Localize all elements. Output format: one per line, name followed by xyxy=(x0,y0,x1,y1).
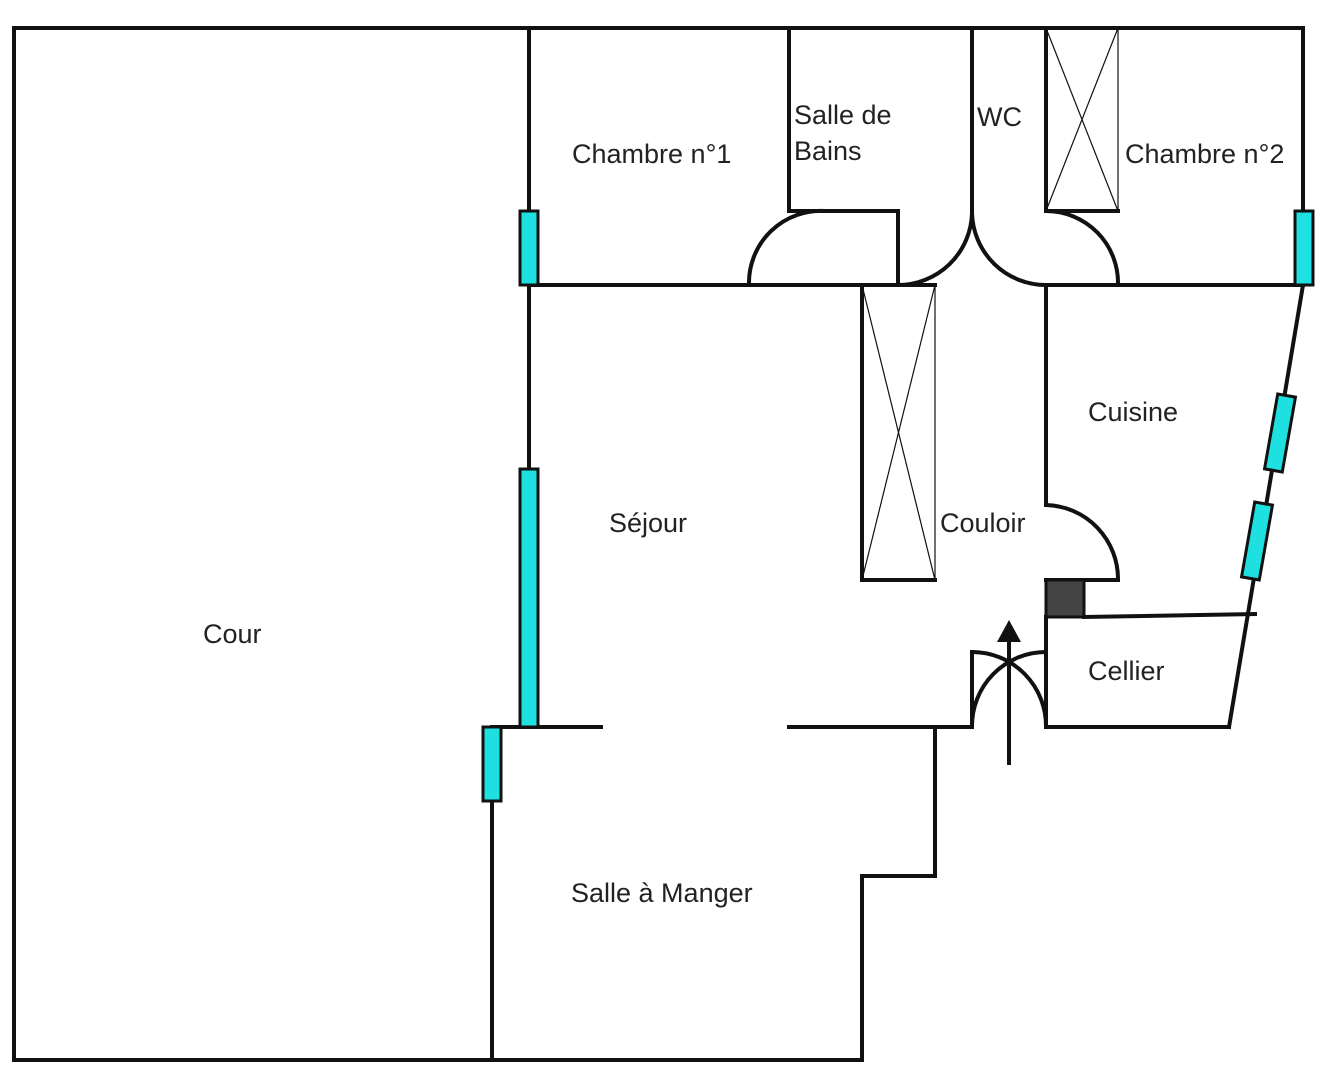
label-salle-a-manger: Salle à Manger xyxy=(571,878,753,908)
room-labels: Cour Chambre n°1 Salle de Bains WC Chamb… xyxy=(203,100,1284,908)
window-cuisine-1 xyxy=(1262,392,1298,474)
label-cellier: Cellier xyxy=(1088,656,1165,686)
window-chambre1 xyxy=(518,209,540,287)
label-salle-de-bains-line2: Bains xyxy=(794,136,862,166)
closet-couloir xyxy=(860,283,937,582)
outer-walls xyxy=(12,26,1305,1062)
label-chambre1: Chambre n°1 xyxy=(572,139,731,169)
window-cuisine-2 xyxy=(1239,500,1275,582)
entrance-arrow-up-icon xyxy=(997,620,1021,765)
label-salle-de-bains-line1: Salle de xyxy=(794,100,892,130)
door-swings xyxy=(746,208,1121,728)
label-sejour: Séjour xyxy=(609,508,687,538)
label-cuisine: Cuisine xyxy=(1088,397,1178,427)
chimney-square-icon xyxy=(1044,578,1086,619)
closet-chambre2 xyxy=(1045,27,1119,212)
label-couloir: Couloir xyxy=(940,508,1026,538)
label-wc: WC xyxy=(977,102,1022,132)
windows xyxy=(481,209,1315,803)
label-cour: Cour xyxy=(203,619,262,649)
label-chambre2: Chambre n°2 xyxy=(1125,139,1284,169)
window-salle-a-manger xyxy=(481,725,503,803)
window-sejour xyxy=(518,467,540,729)
window-chambre2 xyxy=(1293,209,1315,287)
